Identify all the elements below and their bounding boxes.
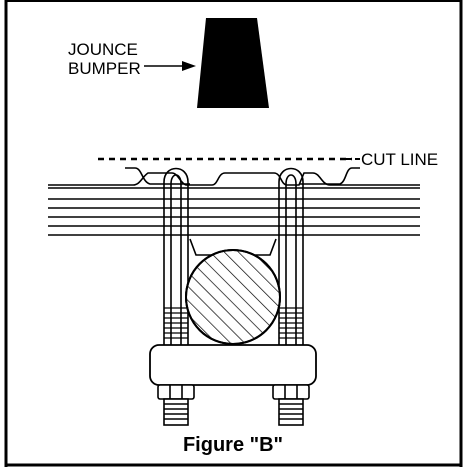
jounce-label-line2: BUMPER [68, 59, 141, 78]
jounce-bumper [197, 18, 269, 108]
jounce-label-line1: JOUNCE [68, 40, 138, 59]
frame-border [4, 0, 463, 467]
cut-line-label: CUT LINE [361, 150, 438, 169]
figure-caption: Figure "B" [183, 434, 283, 456]
u-bolt-threads-upper [164, 307, 303, 339]
axle [185, 249, 281, 345]
nut-right [272, 384, 310, 426]
u-bolt-left [163, 167, 189, 345]
u-bolt-right [278, 167, 304, 345]
nut-left [157, 384, 195, 426]
clamp-plate [149, 344, 317, 386]
leaf-spring [48, 167, 420, 256]
jounce-arrow [144, 61, 196, 71]
